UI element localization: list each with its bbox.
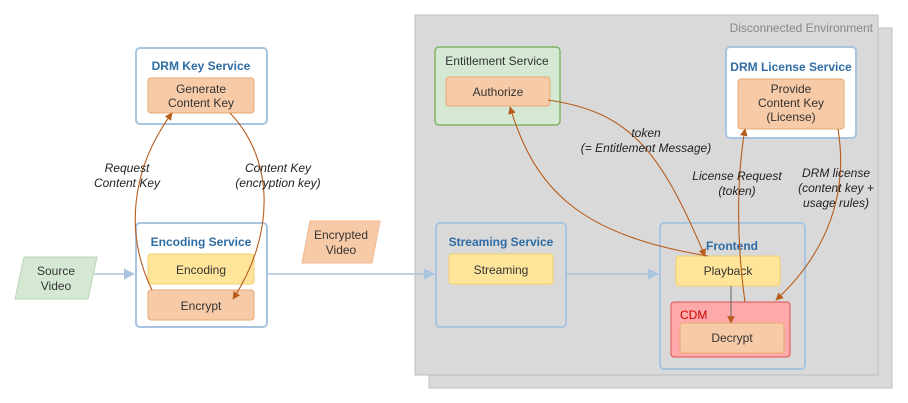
content-key-arrow [229, 112, 265, 300]
license-request-label-line1: License Request [692, 169, 782, 183]
request-content-key-arrow [134, 112, 173, 291]
provide-content-key-line3: (License) [766, 110, 815, 124]
encoding-step [147, 253, 255, 285]
cdm-label: CDM [680, 308, 707, 322]
encrypted-video-line2: Video [326, 243, 357, 257]
encoding-service-title: Encoding Service [151, 235, 252, 249]
drm-license-arrow [775, 128, 842, 301]
drm-license-label-line2: (content key + [798, 181, 874, 195]
playback-step-label: Playback [704, 264, 754, 278]
request-content-key-label-line2: Content Key [94, 176, 161, 190]
token-label-line1: token [631, 126, 661, 140]
provide-content-key-line1: Provide [771, 82, 812, 96]
encrypted-video-node [301, 220, 381, 264]
decrypt-step-label: Decrypt [711, 331, 753, 345]
streaming-service-title: Streaming Service [449, 235, 554, 249]
encrypt-step-label: Encrypt [181, 299, 222, 313]
playback-step [675, 255, 781, 287]
environment-title: Disconnected Environment [730, 21, 874, 35]
license-request-label-line2: (token) [718, 184, 755, 198]
entitlement-service-title: Entitlement Service [445, 54, 549, 68]
source-video-line1: Source [37, 264, 75, 278]
token-arrow [547, 99, 706, 257]
generate-content-key-step [147, 77, 255, 114]
drm-license-label-line1: DRM license [802, 166, 870, 180]
authorize-step [445, 76, 551, 107]
drm-key-service-title: DRM Key Service [152, 59, 251, 73]
content-key-label-line2: (encryption key) [235, 176, 320, 190]
frontend-title: Frontend [706, 239, 758, 253]
request-content-key-label-line1: Request [105, 161, 150, 175]
authorize-step-label: Authorize [473, 85, 524, 99]
provide-content-key-line2: Content Key [758, 96, 824, 110]
drm-license-label-line3: usage rules) [803, 196, 869, 210]
generate-content-key-line1: Generate [176, 82, 226, 96]
encrypt-step [147, 289, 255, 321]
authorize-request-arrow [508, 106, 709, 257]
provide-content-key-step [737, 78, 845, 130]
drm-license-service-title: DRM License Service [730, 60, 852, 74]
content-key-label-line1: Content Key [245, 161, 312, 175]
generate-content-key-line2: Content Key [168, 96, 234, 110]
source-video-node [14, 256, 98, 300]
streaming-step [448, 253, 554, 285]
encoding-step-label: Encoding [176, 263, 226, 277]
license-request-arrow [738, 128, 748, 303]
encrypted-video-line1: Encrypted [314, 228, 368, 242]
streaming-step-label: Streaming [474, 263, 529, 277]
token-label-line2: (= Entitlement Message) [581, 141, 711, 155]
source-video-line2: Video [41, 279, 72, 293]
